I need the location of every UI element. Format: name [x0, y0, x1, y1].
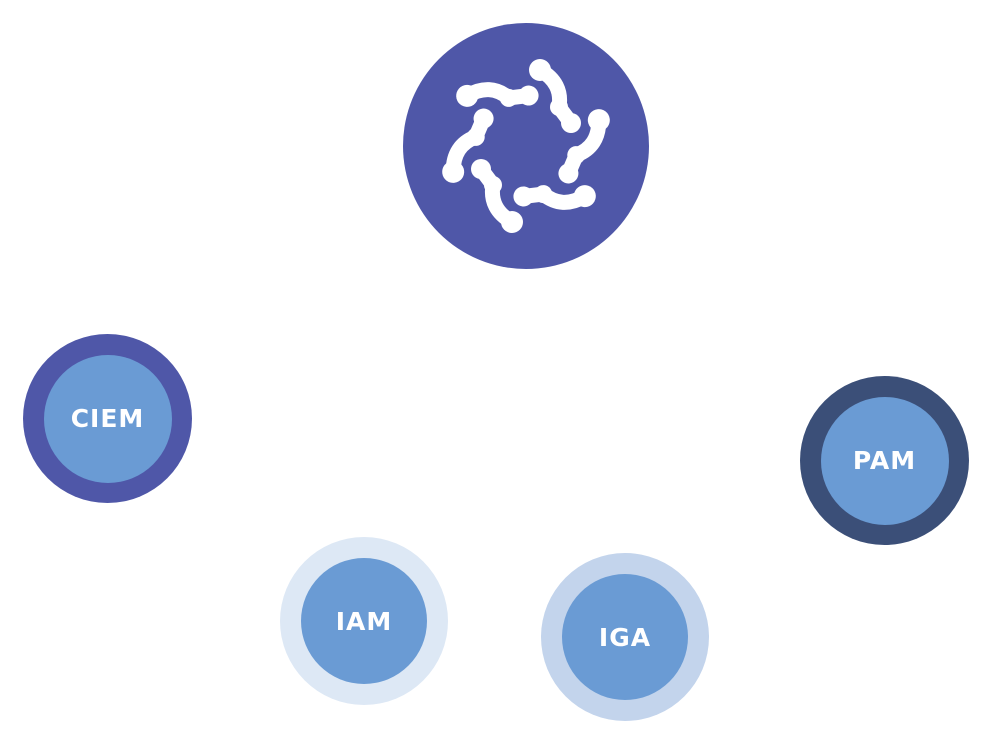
- swirl-arm: [529, 59, 581, 133]
- swirl-node-dot: [473, 108, 494, 129]
- node-ciem-label: CIEM: [70, 404, 145, 433]
- swirl-arm: [442, 108, 494, 183]
- node-pam: PAM: [800, 376, 969, 545]
- swirl-arm: [558, 109, 610, 184]
- swirl-node-dot: [466, 127, 485, 146]
- node-pam-label: PAM: [852, 446, 917, 475]
- logo-background-circle: [403, 23, 649, 269]
- swirl-node-dot: [550, 98, 568, 116]
- swirl-network-logo-icon: [403, 23, 649, 269]
- swirl-node-dot: [442, 160, 465, 183]
- node-ciem: CIEM: [23, 334, 192, 503]
- node-iam-label: IAM: [335, 606, 393, 636]
- swirl-arm: [456, 82, 539, 107]
- swirl-node-dot: [561, 113, 581, 133]
- swirl-node-dot: [558, 163, 579, 184]
- node-iga: IGA: [541, 553, 709, 721]
- swirl-arm: [471, 159, 523, 233]
- swirl-node-dot: [501, 211, 523, 233]
- swirl-node-dot: [534, 185, 553, 204]
- swirl-arm: [513, 185, 596, 210]
- swirl-node-dot: [573, 185, 596, 208]
- swirl-node-dot: [499, 88, 518, 107]
- swirl-node-dot: [529, 59, 551, 81]
- node-iga-label: IGA: [598, 622, 652, 652]
- swirl-node-dot: [567, 146, 586, 165]
- swirl-node-dot: [484, 176, 502, 194]
- node-iam: IAM: [280, 537, 448, 705]
- swirl-mark: [442, 59, 610, 233]
- swirl-node-dot: [518, 85, 539, 106]
- swirl-node-dot: [587, 109, 610, 132]
- swirl-node-dot: [513, 186, 534, 207]
- node-iam-core: IAM: [301, 558, 427, 684]
- node-iga-core: IGA: [562, 574, 688, 700]
- swirl-node-dot: [456, 84, 479, 107]
- node-ciem-core: CIEM: [43, 354, 172, 483]
- node-pam-core: PAM: [820, 396, 949, 525]
- swirl-node-dot: [471, 159, 491, 179]
